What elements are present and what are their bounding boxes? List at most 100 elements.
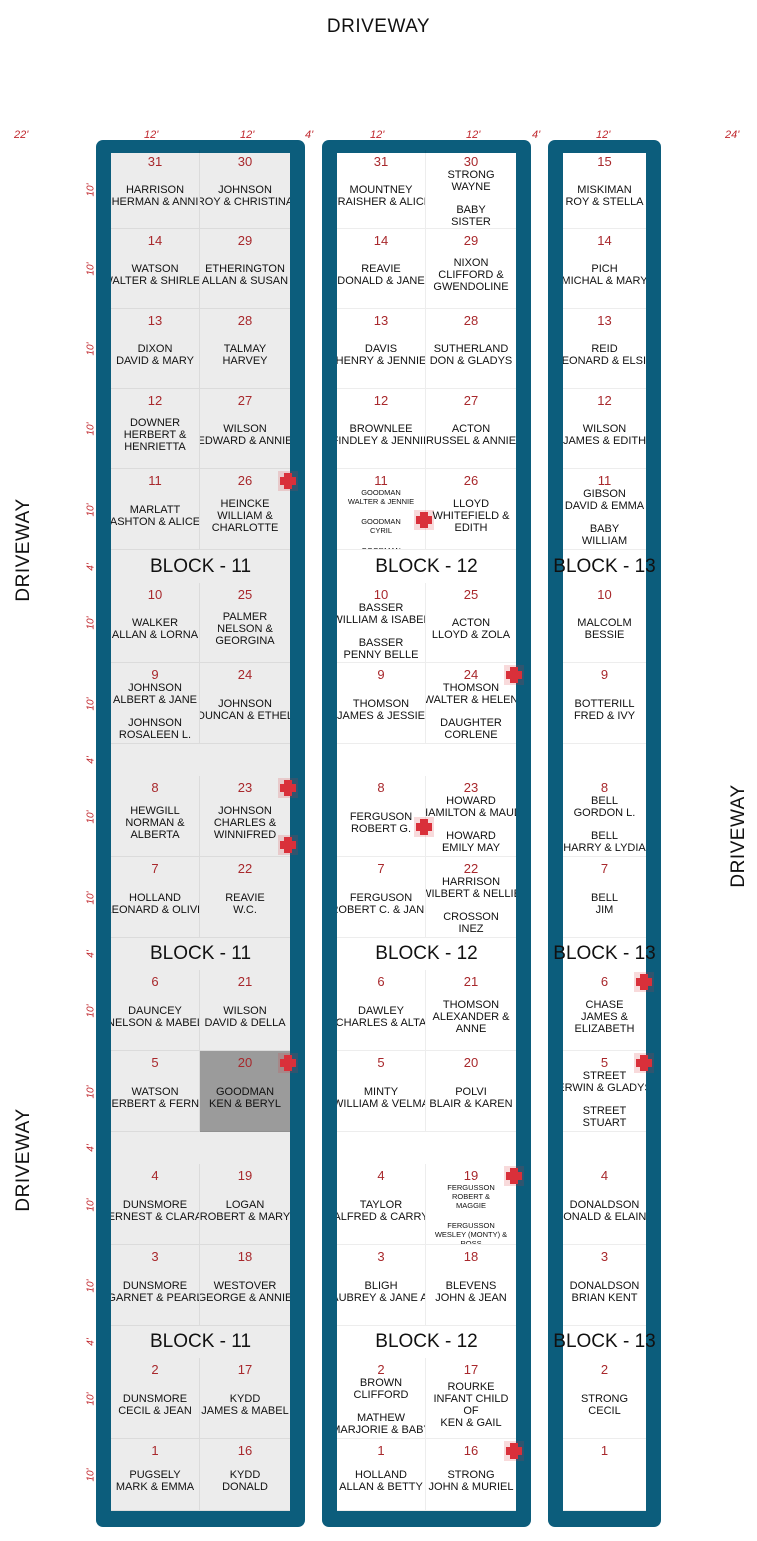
plot-name-line: HOWARD — [446, 795, 496, 807]
plot[interactable]: 5WATSONHERBERT & FERNE — [111, 1051, 200, 1132]
plot-name-line: KEN & BERYL — [209, 1097, 281, 1110]
red-cross-marker-icon — [634, 1053, 654, 1073]
plot-name-line: NORMAN & — [125, 816, 185, 829]
plot-name-line: PALMER — [222, 611, 268, 623]
plot-name-line: BOTTERILL — [574, 697, 635, 710]
plot[interactable]: 3BLIGHAUBREY & JANE A. — [337, 1245, 426, 1326]
plot-number: 17 — [463, 1362, 479, 1377]
red-cross-marker-icon — [414, 510, 434, 530]
plot[interactable]: 23HOWARDHAMILTON & MAUDHOWARDEMILY MAY — [426, 776, 516, 857]
plot-number: 31 — [373, 154, 389, 169]
plot-name-line: ROSS — [460, 1239, 482, 1245]
plot[interactable]: 7FERGUSONROBERT C. & JANE — [337, 857, 426, 938]
column-dimension-label: 22' — [14, 129, 29, 141]
plot[interactable]: 7HOLLANDLEONARD & OLIVE — [111, 857, 200, 938]
plot-name-line: FERGUSON — [349, 891, 413, 904]
plot[interactable]: 1 — [563, 1439, 646, 1511]
plot-name-line: KYDD — [229, 1469, 261, 1481]
plot[interactable]: 2BROWNCLIFFORDMATHEWMARJORIE & BABY — [337, 1358, 426, 1439]
plot-name-line: BLEVENS — [445, 1279, 497, 1292]
plot-name-line: LOGAN — [225, 1198, 265, 1211]
plot-number: 9 — [600, 667, 609, 682]
plot-number: 1 — [377, 1443, 385, 1458]
plot-names: HARRISONSHERMAN & ANNIE — [111, 169, 199, 228]
plot[interactable]: 13REIDLEONARD & ELSIE — [563, 309, 646, 389]
plot[interactable]: 4DONALDSONDONALD & ELAINE — [563, 1164, 646, 1245]
plot-name-line: WILLIAM & ISABEL — [337, 614, 426, 626]
plot[interactable]: 31MOUNTNEYFRAISHER & ALICE — [337, 150, 426, 229]
block-label: BLOCK - 13 — [553, 1331, 656, 1352]
plot-number: 5 — [600, 1055, 609, 1070]
plot[interactable]: 31HARRISONSHERMAN & ANNIE — [111, 150, 200, 229]
plot[interactable]: 5STREETERWIN & GLADYSSTREETSTUART — [563, 1051, 646, 1132]
plot[interactable]: 14WATSONWALTER & SHIRLEY — [111, 229, 200, 309]
